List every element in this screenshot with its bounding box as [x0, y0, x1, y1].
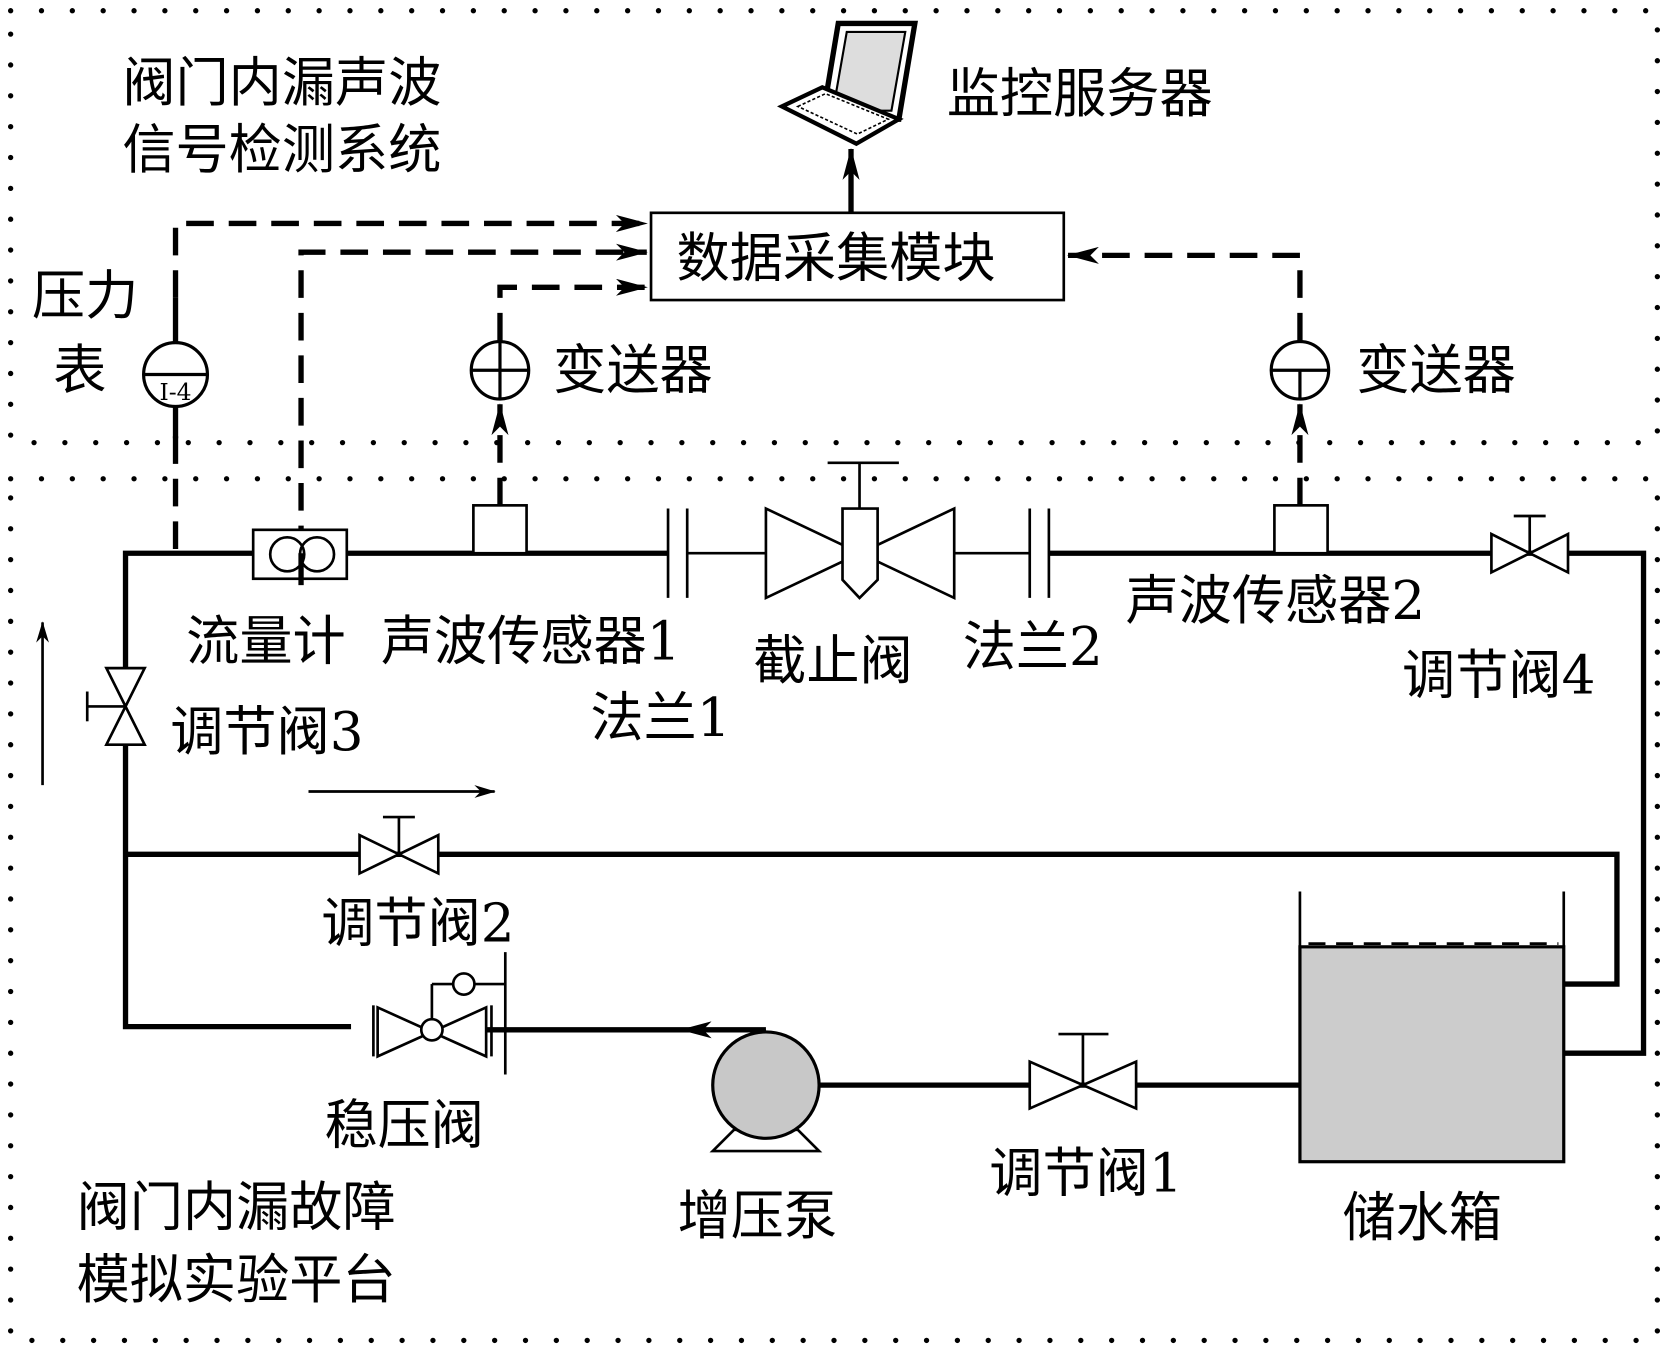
gauge-label-2: 表 — [53, 339, 106, 401]
tank-label: 储水箱 — [1342, 1187, 1502, 1249]
pressure-stabilizing-valve-icon — [372, 952, 507, 1075]
valve-icon — [1490, 514, 1570, 575]
flowmeter-label: 流量计 — [186, 611, 346, 673]
tank-icon — [1298, 891, 1566, 1164]
pump-label: 增压泵 — [678, 1185, 838, 1247]
upper-title-2: 信号检测系统 — [122, 119, 441, 181]
flange2-label: 法兰2 — [963, 616, 1103, 678]
stop-valve-label: 截止阀 — [753, 630, 913, 692]
gauge-code: I-4 — [160, 378, 192, 406]
stop-valve-icon — [764, 461, 956, 601]
sensor1-label: 声波传感器1 — [381, 611, 681, 673]
valve2-label: 调节阀2 — [321, 893, 514, 955]
valve1-label: 调节阀1 — [989, 1142, 1182, 1204]
flowmeter-icon — [251, 528, 349, 586]
transmitter2-label: 变送器 — [1356, 339, 1516, 401]
flange-2 — [1028, 508, 1051, 598]
valve4-label: 调节阀4 — [1402, 645, 1595, 707]
valve-icon — [85, 666, 147, 747]
lower-title-1: 阀门内漏故障 — [77, 1177, 396, 1239]
transmitter1-label: 变送器 — [553, 339, 713, 401]
sensor2-label: 声波传感器2 — [1125, 570, 1425, 632]
pressure-gauge-icon: I-4 — [142, 341, 210, 409]
signal-lines — [172, 214, 1309, 554]
transmitter-icon — [1269, 339, 1331, 401]
stabilizer-label: 稳压阀 — [324, 1095, 484, 1157]
acoustic-sensor-1 — [472, 504, 528, 555]
valve-icon — [358, 815, 440, 876]
daq-label: 数据采集模块 — [677, 228, 996, 290]
upper-title-1: 阀门内漏声波 — [122, 52, 441, 114]
flange1-label: 法兰1 — [590, 687, 730, 749]
daq-box — [649, 211, 1066, 302]
flange-1 — [666, 508, 689, 598]
server-label: 监控服务器 — [947, 63, 1213, 125]
valve3-label: 调节阀3 — [170, 701, 363, 763]
lower-title-2: 模拟实验平台 — [77, 1249, 396, 1311]
valve-icon — [1028, 1032, 1138, 1111]
acoustic-sensor-2 — [1273, 504, 1329, 555]
transmitter-icon — [469, 339, 531, 401]
laptop-icon — [777, 20, 918, 147]
pump-icon — [709, 1030, 823, 1153]
region-borders — [7, 8, 1661, 1344]
gauge-label-1: 压力 — [32, 265, 138, 327]
